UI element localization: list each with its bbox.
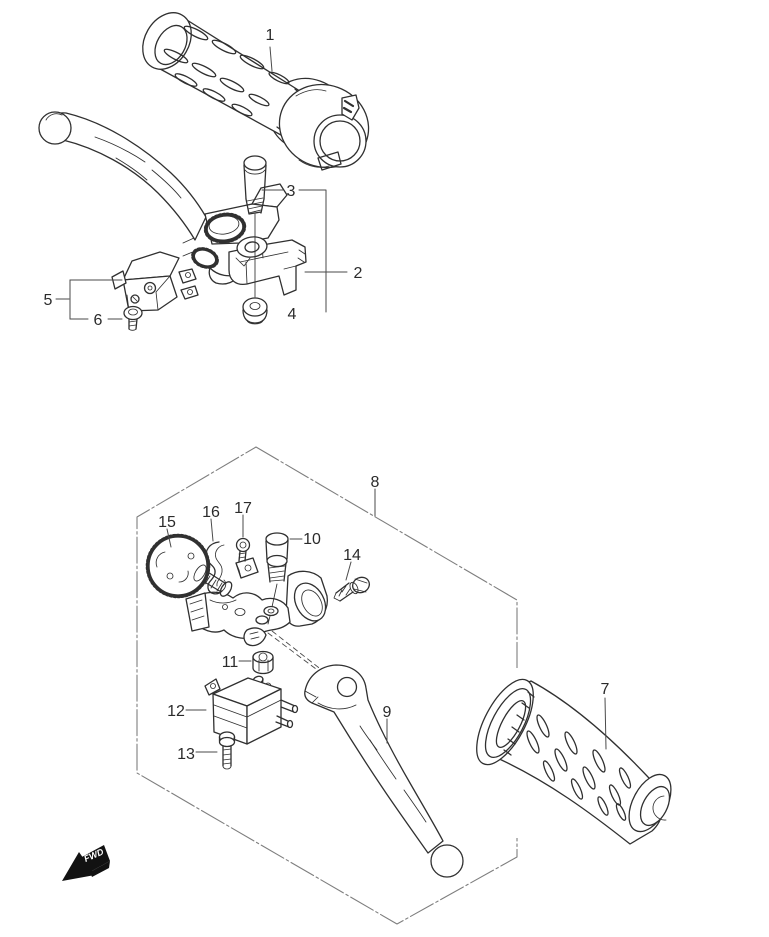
brake-switch-drawing: [111, 251, 199, 312]
part-label-12: 12: [167, 703, 185, 720]
brake-lever-drawing: [38, 111, 307, 296]
part-label-7: 7: [601, 681, 610, 698]
grip-grooves: [526, 714, 632, 821]
locknut-11-drawing: [252, 650, 274, 675]
throttle-grip-drawing: [142, 12, 370, 171]
left-grip-drawing: [476, 678, 672, 845]
switch-screw-drawing: [123, 305, 143, 331]
pivot-bolt-drawing: [243, 155, 267, 215]
clutch-lever-drawing: [304, 664, 464, 878]
clutch-switch-drawing: [204, 675, 299, 745]
part-label-16: 16: [202, 504, 220, 521]
part-label-10: 10: [303, 531, 321, 548]
part-label-14: 14: [343, 547, 361, 564]
part-label-4: 4: [288, 306, 297, 323]
switch-screw-13-drawing: [218, 731, 236, 770]
part-label-1: 1: [266, 27, 275, 44]
pivot-bolt-10-drawing: [263, 532, 289, 625]
grip-grooves: [163, 25, 290, 117]
part-label-2: 2: [354, 265, 363, 282]
projection-line: [267, 632, 345, 691]
part-number-labels: 1 2 3 4 5 6 7 8 9 10 11 12 13 14 15 16 1…: [44, 27, 610, 763]
part-label-6: 6: [94, 312, 103, 329]
fwd-marker: FWD: [62, 845, 110, 881]
pivot-locknut-drawing: [242, 297, 268, 325]
upper-leader-lines: [55, 46, 348, 320]
assembly-boundary-outline: [136, 446, 518, 925]
clip-spring-drawing: [205, 541, 227, 595]
adjuster-knob-drawing: [145, 533, 233, 599]
part-label-17: 17: [234, 500, 252, 517]
grip-joint-hatch: [503, 691, 535, 756]
part-label-9: 9: [383, 704, 392, 721]
part-label-11: 11: [222, 654, 239, 671]
part-label-5: 5: [44, 292, 53, 309]
lower-leader-lines: [166, 488, 607, 753]
part-label-3: 3: [287, 183, 296, 200]
part-label-8: 8: [371, 474, 380, 491]
part-label-13: 13: [177, 746, 195, 763]
part-label-15: 15: [158, 514, 176, 531]
lever-holder-bracket-drawing: [185, 557, 328, 647]
clamp-screw-14-drawing: [333, 576, 370, 602]
adjuster-nut-17-drawing: [235, 537, 251, 562]
